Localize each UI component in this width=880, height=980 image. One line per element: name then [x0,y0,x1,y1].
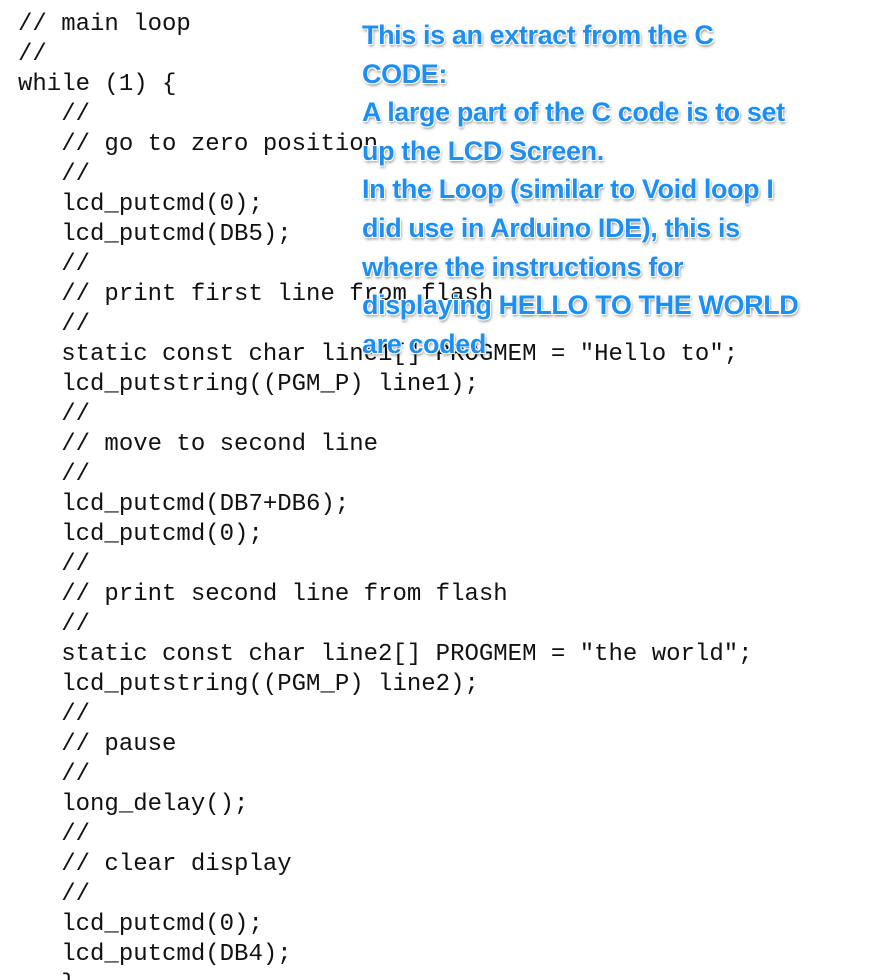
code-line: // [18,821,91,848]
code-line: // [18,0,47,10]
code-line: lcd_putcmd(DB4); [18,941,292,968]
code-line: // clear display [18,851,292,878]
code-line: lcd_putcmd(0); [18,191,263,218]
code-line: // [18,701,91,728]
annotation-line: up the LCD Screen. [362,135,604,166]
annotation-line: A large part of the C code is to set [362,97,785,128]
code-line: lcd_putstring((PGM_P) line2); [18,671,479,698]
annotation-line: displaying HELLO TO THE WORLD [362,290,799,321]
code-line: static const char line1[] PROGMEM = "Hel… [18,341,739,368]
annotation-callout: This is an extract from the C CODE: A la… [362,16,862,363]
code-line: // [18,101,91,128]
code-line: // print first line from flash [18,281,494,308]
code-line: // [18,611,91,638]
code-line: // main loop [18,11,191,38]
code-line: // [18,161,91,188]
code-line: // print second line from flash [18,581,508,608]
annotation-line: In the Loop (similar to Void loop I [362,174,774,205]
code-line: static const char line2[] PROGMEM = "the… [18,641,753,668]
code-line: // [18,41,47,68]
code-line: // [18,401,91,428]
code-line: lcd_putcmd(DB7+DB6); [18,491,350,518]
code-line: long_delay(); [18,791,249,818]
code-line: // [18,881,91,908]
code-line: // go to zero position [18,131,379,158]
code-line: lcd_putcmd(DB5); [18,221,292,248]
code-line: // pause [18,731,177,758]
code-line: // [18,251,91,278]
annotation-line: CODE: [362,58,447,89]
code-line: // [18,311,91,338]
code-line: // [18,461,91,488]
code-line: } [18,970,75,980]
code-line: while (1) { [18,71,177,98]
code-line: // [18,761,91,788]
code-line: lcd_putcmd(0); [18,521,263,548]
annotation-line: This is an extract from the C [362,20,714,50]
annotation-line: are coded [362,328,486,359]
code-line: // [18,551,91,578]
code-line: lcd_putcmd(0); [18,911,263,938]
code-line: lcd_putstring((PGM_P) line1); [18,371,479,398]
annotation-line: where the instructions for [362,251,684,282]
annotation-line: did use in Arduino IDE), this is [362,212,740,243]
code-line: // move to second line [18,431,379,458]
